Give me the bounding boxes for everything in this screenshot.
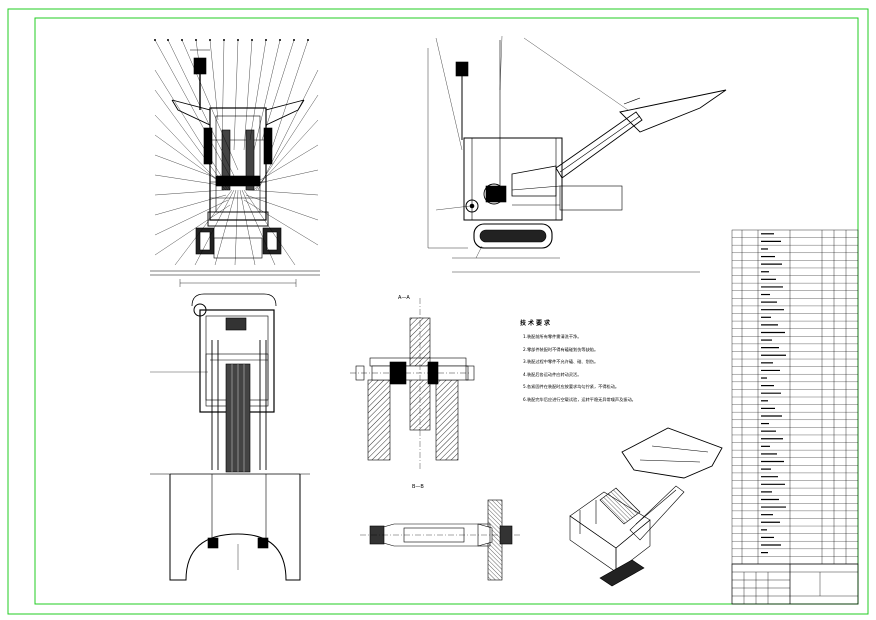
section-bb xyxy=(360,499,522,581)
tech-notes: 技术要求 1.装配前所有零件需清洗干净。 2.零部件装配时不得有磕碰划伤等缺陷。… xyxy=(520,318,720,410)
tech-note-item: 2.零部件装配时不得有磕碰划伤等缺陷。 xyxy=(523,346,599,352)
side-view xyxy=(427,35,727,273)
rear-view xyxy=(150,293,310,581)
section-aa-label: A—A xyxy=(398,295,410,301)
tech-note-item: 1.装配前所有零件需清洗干净。 xyxy=(523,334,582,339)
tech-note-item: 6.装配完毕后应进行空载试验，运转平稳无异常噪声及振动。 xyxy=(523,396,636,402)
tech-note-item: 5.各紧固件在装配时应按要求均匀拧紧，不得松动。 xyxy=(523,384,620,390)
front-view-balloons xyxy=(154,39,309,41)
tech-note-item: 3.装配过程中零件不允许磕、碰、划伤。 xyxy=(523,359,599,365)
tech-notes-title: 技术要求 xyxy=(520,320,553,327)
front-view xyxy=(150,49,320,287)
isometric-view xyxy=(569,427,723,587)
section-aa xyxy=(350,298,475,470)
section-bb-label: B—B xyxy=(412,484,424,490)
sheet-outer-border xyxy=(7,8,869,615)
sheet-inner-border xyxy=(34,17,859,605)
parts-list-rows xyxy=(732,233,858,557)
title-block xyxy=(731,563,859,605)
tech-note-item: 4.装配后各运动件应转动灵活。 xyxy=(523,371,582,377)
front-view-leaders xyxy=(154,39,319,266)
